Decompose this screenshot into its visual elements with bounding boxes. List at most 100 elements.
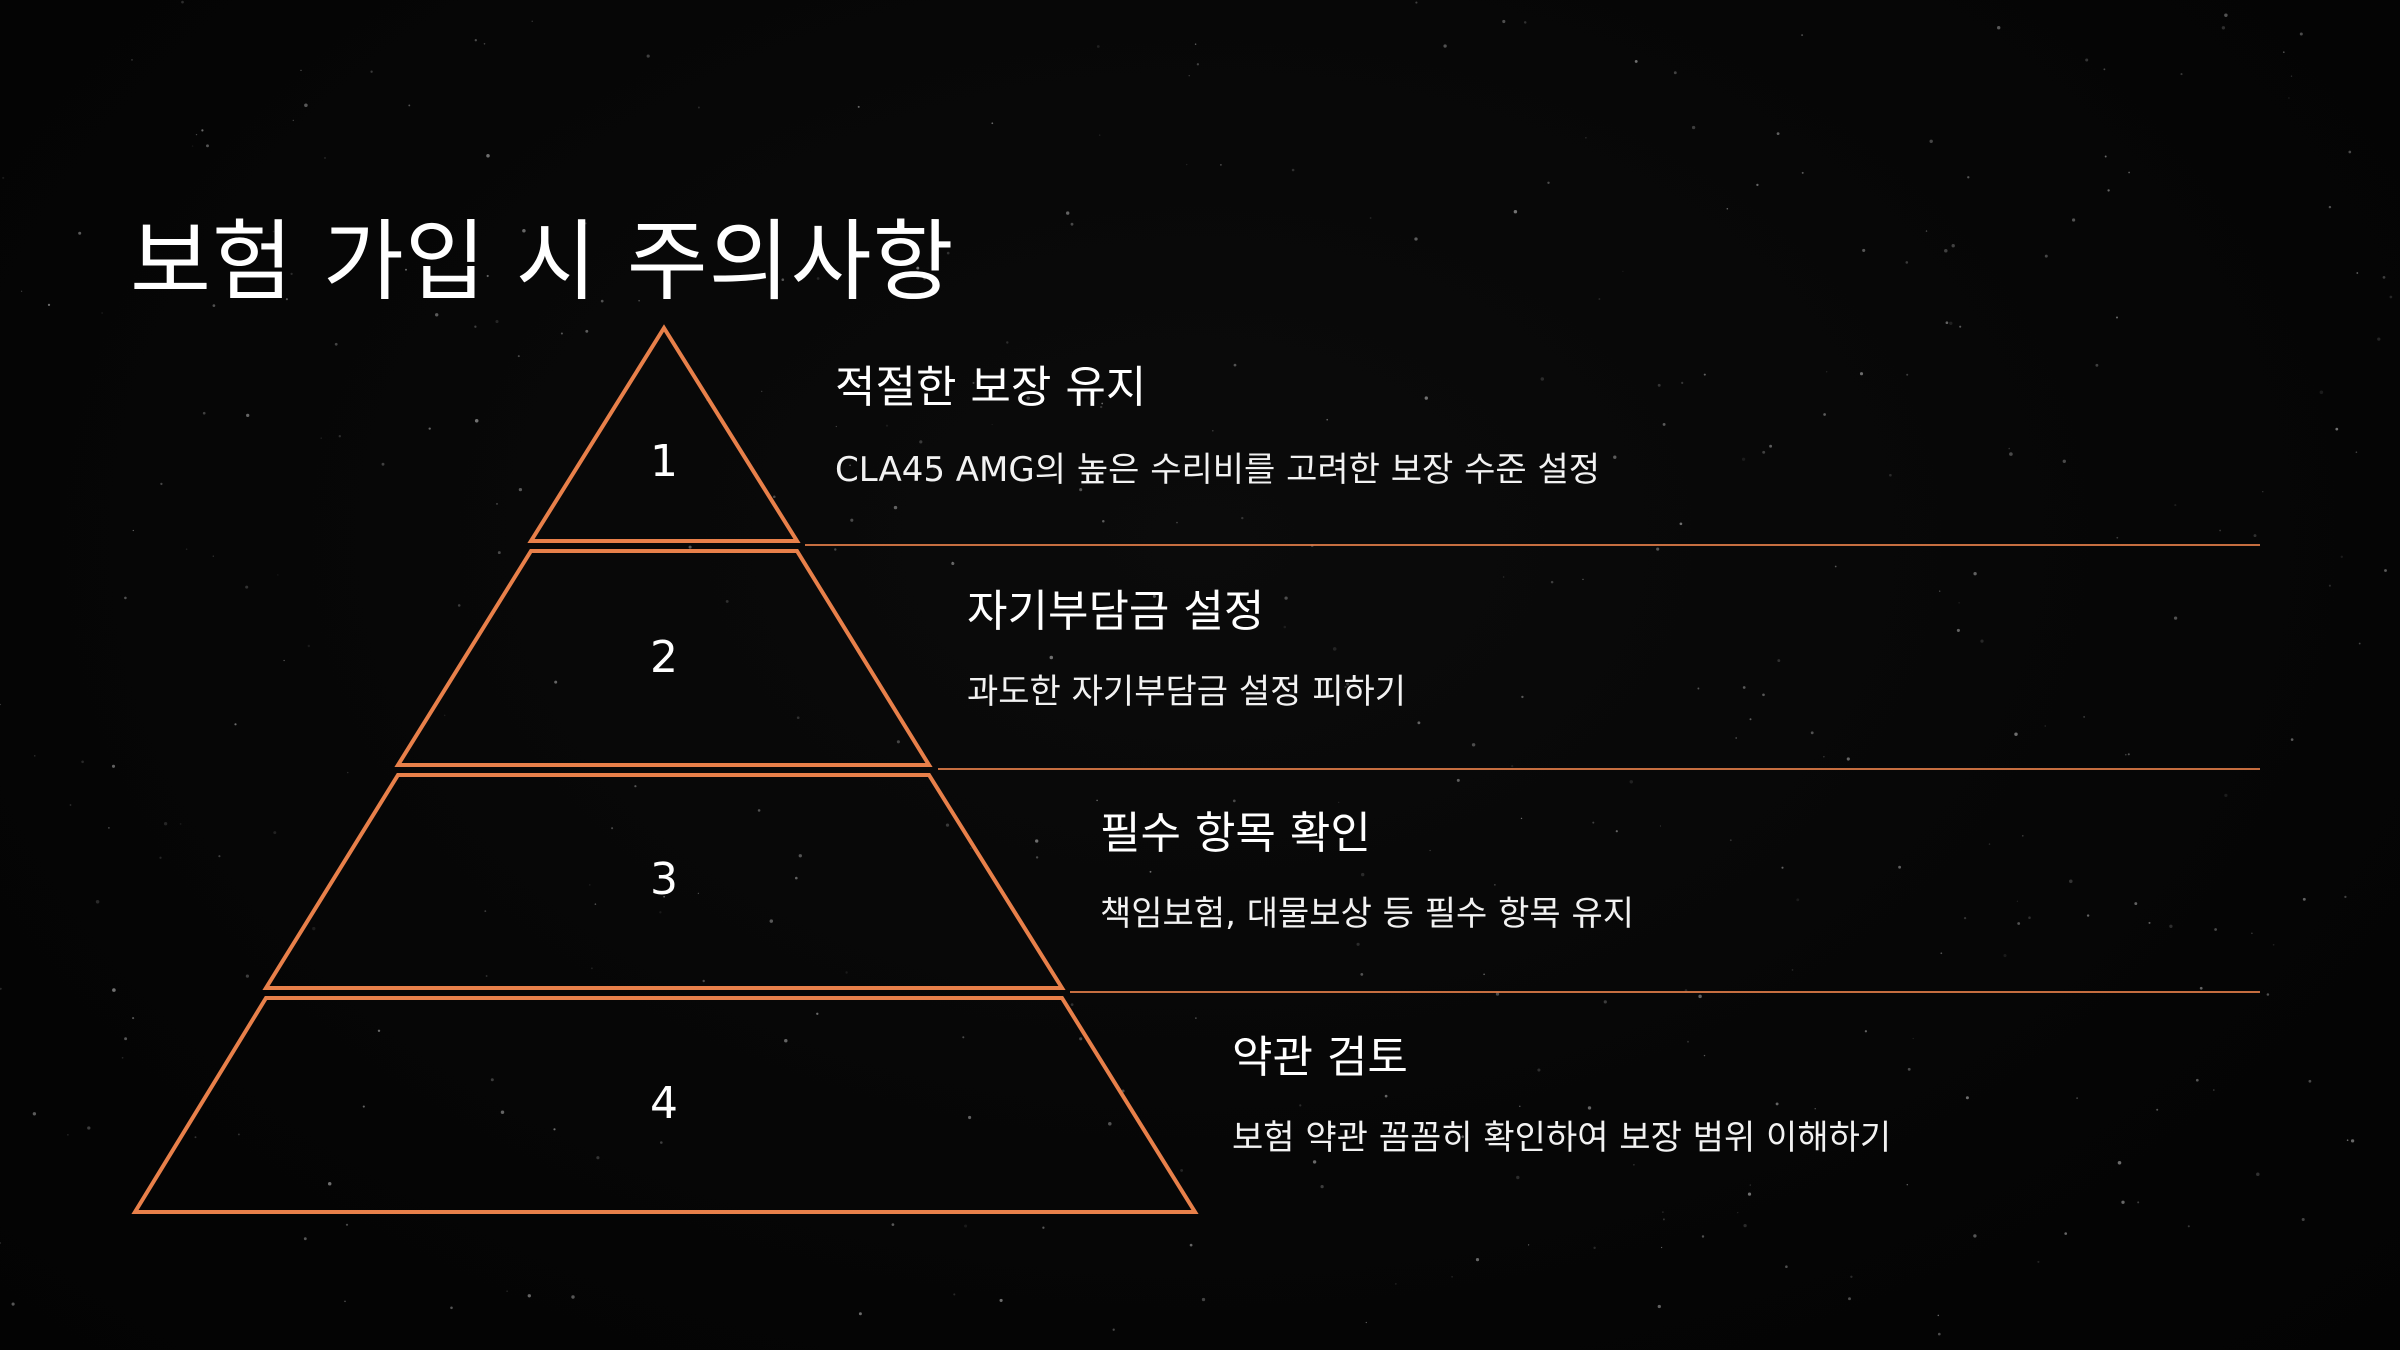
star-dot — [2214, 928, 2217, 931]
star-dot — [794, 876, 798, 880]
star-dot — [1149, 870, 1152, 873]
star-dot — [2037, 1260, 2040, 1263]
star-dot — [1550, 580, 1554, 584]
star-dot — [34, 755, 36, 757]
star-dot — [497, 551, 501, 555]
star-dot — [2044, 254, 2048, 258]
star-dot — [1775, 1102, 1779, 1106]
star-dot — [124, 596, 127, 600]
star-dot — [1691, 125, 1696, 130]
star-dot — [991, 122, 994, 125]
level-4-heading: 약관 검토 — [1232, 1032, 1408, 1083]
star-dot — [495, 319, 499, 324]
star-dot — [1951, 244, 1955, 248]
star-dot — [1613, 455, 1617, 459]
star-dot — [638, 299, 640, 302]
star-dot — [1519, 1105, 1521, 1108]
star-dot — [81, 760, 84, 764]
star-dot — [496, 503, 498, 505]
star-dot — [300, 69, 302, 71]
star-dot — [589, 884, 591, 886]
star-dot — [344, 1300, 346, 1303]
star-dot — [923, 277, 926, 280]
star-dot — [1737, 1211, 1739, 1214]
star-dot — [1344, 685, 1347, 689]
star-dot — [1834, 565, 1837, 568]
star-dot — [1102, 519, 1105, 523]
star-dot — [1540, 377, 1545, 381]
star-dot — [1320, 1184, 1324, 1189]
star-dot — [594, 903, 597, 905]
star-dot — [1846, 757, 1850, 761]
star-dot — [1673, 71, 1677, 75]
star-dot — [443, 714, 446, 717]
star-dot — [1791, 969, 1794, 971]
star-dot — [646, 54, 650, 58]
star-dot — [1889, 473, 1892, 477]
star-dot — [560, 332, 563, 335]
star-dot — [857, 105, 860, 108]
star-dot — [1776, 132, 1780, 136]
star-dot — [195, 133, 198, 136]
star-dot — [2180, 73, 2183, 76]
star-dot — [933, 467, 936, 470]
star-dot — [202, 411, 206, 415]
star-dot — [2290, 738, 2294, 741]
star-dot — [1907, 1067, 1911, 1071]
level-2-heading: 자기부담금 설정 — [967, 586, 1265, 637]
star-dot — [885, 424, 889, 427]
star-dot — [1415, 1, 1418, 4]
star-dot — [338, 435, 341, 438]
star-dot — [697, 106, 700, 109]
star-dot — [1384, 1094, 1388, 1098]
star-dot — [553, 1128, 556, 1131]
star-dot — [0, 703, 1, 706]
level-2-divider — [938, 768, 2260, 770]
star-dot — [1180, 1168, 1184, 1172]
star-dot — [1965, 1096, 1969, 1100]
star-dot — [1850, 1275, 1853, 1278]
star-dot — [1195, 1017, 1197, 1019]
star-dot — [490, 1078, 494, 1082]
star-dot — [2328, 584, 2331, 587]
star-dot — [1338, 801, 1340, 804]
star-dot — [2283, 51, 2285, 53]
star-dot — [1527, 1244, 1530, 1246]
star-dot — [725, 599, 729, 603]
star-dot — [769, 919, 774, 923]
star-dot — [1096, 799, 1098, 802]
star-dot — [972, 381, 975, 384]
star-dot — [1937, 1332, 1941, 1336]
star-dot — [1483, 973, 1485, 976]
star-dot — [95, 900, 100, 904]
star-dot — [2308, 1079, 2312, 1083]
star-dot — [1826, 371, 1828, 373]
star-dot — [1475, 1258, 1480, 1262]
star-dot — [1212, 429, 1214, 432]
star-dot — [1356, 942, 1360, 946]
star-dot — [1079, 488, 1083, 492]
star-dot — [2253, 534, 2257, 538]
star-dot — [1949, 321, 1953, 325]
star-dot — [2, 176, 5, 179]
star-dot — [893, 505, 898, 510]
star-dot — [2156, 1108, 2159, 1111]
star-dot — [1973, 1234, 1977, 1238]
star-dot — [816, 1012, 819, 1015]
star-dot — [584, 222, 587, 225]
star-dot — [1633, 1163, 1635, 1166]
star-dot — [1997, 26, 2001, 30]
star-dot — [1603, 1000, 1607, 1004]
star-dot — [1859, 372, 1864, 376]
star-dot — [1407, 472, 1410, 475]
star-dot — [1521, 695, 1524, 699]
star-dot — [1516, 1175, 1520, 1180]
star-dot — [1729, 839, 1732, 842]
star-dot — [1956, 628, 1960, 632]
star-dot — [450, 1306, 453, 1310]
star-dot — [1967, 176, 1970, 179]
star-dot — [1035, 856, 1039, 859]
star-dot — [362, 1105, 365, 1108]
star-dot — [1698, 994, 1702, 999]
star-dot — [327, 1182, 332, 1186]
